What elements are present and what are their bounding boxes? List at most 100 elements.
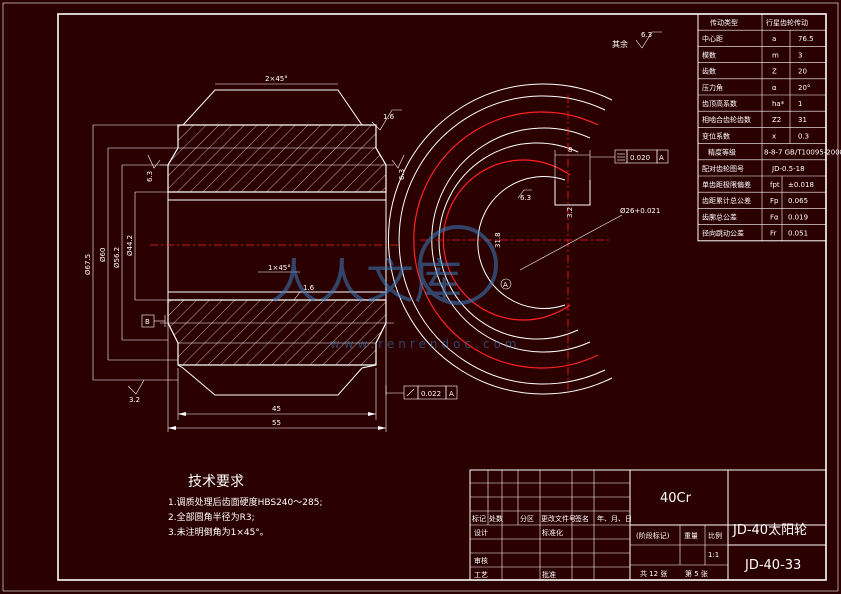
roughness-1-6-top: 1.6 xyxy=(383,113,395,121)
precision-value: 8-8-7 GB/T10095-2008 xyxy=(764,149,841,157)
dim-dia-bore: Ø56.2 xyxy=(113,247,121,268)
param2-name: 配对齿轮图号 xyxy=(702,164,744,173)
tb-doc-label: 更改文件号 xyxy=(541,514,576,523)
other-roughness-value: 6.3 xyxy=(641,31,652,39)
param-name: 压力角 xyxy=(702,83,723,92)
param2-value: ±0.018 xyxy=(788,181,814,189)
tech-req-item-2: 2.全部圆角半径为R3; xyxy=(168,511,255,523)
param-symbol: α xyxy=(772,84,777,92)
runout-tolerance: 0.022 xyxy=(421,390,441,398)
param-value: 76.5 xyxy=(798,35,814,43)
title-block: 标记 处数 分区 更改文件号 签名 年、月、日 设计 标准化 审核 工艺 批准 … xyxy=(469,469,827,581)
tb-drawing-no: JD-40-33 xyxy=(744,558,801,573)
param-symbol: Z2 xyxy=(772,116,781,124)
tb-material: 40Cr xyxy=(660,491,692,506)
param-value: 20° xyxy=(798,84,810,92)
param2-symbol: Fα xyxy=(770,213,779,221)
param-name: 中心距 xyxy=(702,34,723,43)
param2-name: 单齿距极限偏差 xyxy=(702,180,751,189)
tb-part-name: JD-40太阳轮 xyxy=(732,523,807,538)
tb-mark-label: 标记 xyxy=(472,514,486,523)
roughness-6-3-key: 6.3 xyxy=(520,194,531,202)
param-name: 变位系数 xyxy=(702,131,730,140)
dim-dia-root: Ø60 xyxy=(99,248,107,262)
tb-weight-label: 重量 xyxy=(684,532,698,540)
dim-dia-inner: Ø44.2 xyxy=(126,235,134,256)
tech-req-item-1: 1.调质处理后齿面硬度HBS240～285; xyxy=(168,496,322,508)
dim-chamfer-inner: 1×45° xyxy=(268,264,291,272)
runout-datum: A xyxy=(449,390,454,398)
param-symbol: ha* xyxy=(772,100,785,108)
tb-count-label: 处数 xyxy=(489,514,503,523)
tb-sheet-no: 第 5 张 xyxy=(685,569,708,578)
tb-sign-label: 签名 xyxy=(575,514,589,523)
watermark: 人人文库 www.renrendoc.com xyxy=(270,225,520,351)
param2-symbol: Fr xyxy=(770,230,777,238)
symmetry-datum: A xyxy=(659,154,664,162)
param-name: 齿顶高系数 xyxy=(702,99,737,108)
dim-chamfer-top: 2×45° xyxy=(265,75,288,83)
tech-req-title: 技术要求 xyxy=(188,474,244,490)
tb-scale: 1:1 xyxy=(708,551,719,559)
param2-symbol: Fp xyxy=(770,197,779,205)
param-symbol: Z xyxy=(772,68,777,76)
tb-stage-label: (阶段标记) xyxy=(636,531,670,540)
section-view: 2×45° 1×45° 45 55 Ø67.5 Ø60 Ø56.2 Ø44.2 xyxy=(84,75,458,432)
param2-name: 径向跳动公差 xyxy=(702,229,744,238)
tech-req-item-3: 3.未注明倒角为1×45°。 xyxy=(168,526,269,538)
tb-std-label: 标准化 xyxy=(542,528,563,537)
symmetry-tolerance: 0.020 xyxy=(630,154,650,162)
tb-approve-label: 批准 xyxy=(542,570,556,579)
tb-review-label: 审核 xyxy=(474,556,488,565)
other-roughness-label: 其余 xyxy=(612,39,628,49)
param-value: 0.3 xyxy=(798,132,809,140)
datum-b-label: B xyxy=(145,318,150,326)
param2-name: 齿距累计总公差 xyxy=(702,196,751,205)
dim-width-total: 55 xyxy=(272,419,281,427)
roughness-3-2-key: 3.2 xyxy=(566,207,574,218)
tb-date-label: 年、月、日 xyxy=(597,514,632,523)
param-symbol: a xyxy=(772,35,776,43)
param2-value: JD-0.5-18 xyxy=(771,165,805,173)
tb-craft-label: 工艺 xyxy=(474,571,488,579)
hatched-section-top xyxy=(167,124,387,193)
roughness-symbol xyxy=(635,31,662,49)
datum-a-label: A xyxy=(503,281,508,289)
param-name: 相啮合齿轮齿数 xyxy=(702,115,751,124)
watermark-url: www.renrendoc.com xyxy=(330,337,520,351)
dim-bore-tolerance: Ø26+0.021 xyxy=(620,207,660,215)
precision-label: 精度等级 xyxy=(708,148,736,157)
technical-requirements: 技术要求 1.调质处理后齿面硬度HBS240～285; 2.全部圆角半径为R3;… xyxy=(168,474,322,538)
tb-design-label: 设计 xyxy=(474,528,488,537)
roughness-3-2-bottom: 3.2 xyxy=(129,396,140,404)
end-view: 8 0.020 A 6.3 3.2 31.8 Ø26+0.021 A xyxy=(388,83,669,395)
param2-value: 0.065 xyxy=(788,197,808,205)
param2-symbol: fpt xyxy=(770,181,780,189)
param-value: 1 xyxy=(798,100,802,108)
dim-keyway-depth: 31.8 xyxy=(494,232,502,248)
param2-value: 0.019 xyxy=(788,213,808,221)
dim-width-inner: 45 xyxy=(272,405,281,413)
param-value: 3 xyxy=(798,51,802,59)
dim-key-width: 8 xyxy=(568,146,572,154)
param-name: 模数 xyxy=(702,50,716,59)
param-symbol: m xyxy=(772,51,779,59)
param2-name: 齿廓总公差 xyxy=(702,212,737,221)
param-value: 31 xyxy=(798,116,807,124)
inner-border xyxy=(57,13,827,581)
tb-sheet-total: 共 12 张 xyxy=(640,569,667,578)
tb-zone-label: 分区 xyxy=(520,514,534,523)
dim-dia-outer: Ø67.5 xyxy=(84,254,92,275)
roughness-1-6-bore: 1.6 xyxy=(303,284,315,292)
tb-scale-label: 比例 xyxy=(708,531,722,540)
roughness-6-3-left: 6.3 xyxy=(146,171,154,182)
param2-value: 0.051 xyxy=(788,230,808,238)
watermark-text: 人人文库 xyxy=(270,254,462,310)
table-header-value: 行星齿轮传动 xyxy=(766,18,808,27)
param-symbol: x xyxy=(772,132,776,140)
param-name: 齿数 xyxy=(702,67,716,76)
